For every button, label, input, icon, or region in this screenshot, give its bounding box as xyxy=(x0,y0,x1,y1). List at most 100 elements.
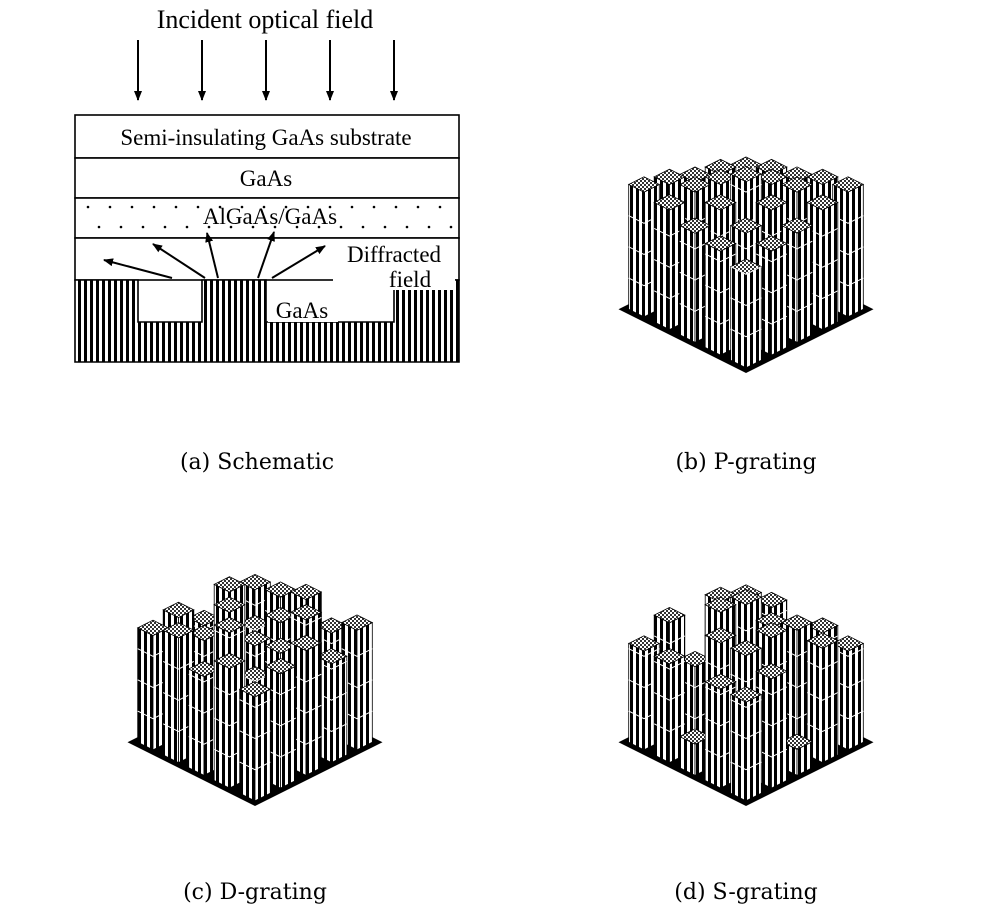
diffracted-arrow xyxy=(271,245,326,279)
pillar-top-face xyxy=(289,583,323,601)
s-grating-panel xyxy=(618,584,874,806)
pillar-band xyxy=(239,761,271,771)
pillar-band xyxy=(730,328,762,338)
mqw-dot xyxy=(394,205,398,209)
caption-p-grating: (b) P-grating xyxy=(675,450,817,475)
grating-profile xyxy=(74,279,460,363)
pillar-band xyxy=(341,648,373,657)
mqw-dot xyxy=(196,205,200,209)
grating-label: GaAs xyxy=(276,298,328,323)
mqw-dot xyxy=(97,225,101,229)
pillar-top-face xyxy=(340,614,374,631)
grating-pillar xyxy=(264,658,297,789)
mqw-dot xyxy=(185,225,189,229)
diffracted-arrow xyxy=(152,243,206,279)
mqw-dot xyxy=(416,205,420,209)
mqw-label: AlGaAs/GaAs xyxy=(203,204,337,229)
pillar-top-face xyxy=(755,622,788,639)
pillar-band xyxy=(730,730,762,740)
pillar-right-face xyxy=(771,670,788,789)
pillar-band xyxy=(730,761,762,771)
pillar-top-face xyxy=(704,158,737,176)
pillar-band xyxy=(239,730,271,740)
grating-pillar xyxy=(729,686,763,802)
pillar-top-face xyxy=(755,194,788,211)
caption-d-grating: (c) D-grating xyxy=(183,880,327,905)
pillar-left-face xyxy=(137,627,154,751)
pillar-band xyxy=(730,297,762,307)
pillar-top-face xyxy=(806,168,839,185)
pillar-top-face xyxy=(162,622,195,639)
mqw-layer xyxy=(74,197,460,239)
pillar-top-face xyxy=(653,194,686,211)
mqw-dot xyxy=(361,225,365,229)
pillar-band xyxy=(704,686,737,696)
substrate-label: Semi-insulating GaAs substrate xyxy=(120,125,411,150)
mqw-dot xyxy=(86,205,90,209)
mqw-dot xyxy=(174,205,178,209)
pillar-top-face xyxy=(289,604,323,621)
grating-pillar xyxy=(238,681,272,802)
pillar-left-face xyxy=(653,655,670,764)
substrate-layer xyxy=(74,114,460,159)
mqw-dot xyxy=(163,225,167,229)
mqw-dots xyxy=(86,205,453,229)
pillar-top-face xyxy=(704,596,737,613)
mqw-dot xyxy=(141,225,145,229)
mqw-dot xyxy=(207,225,211,229)
pillar-left-face xyxy=(679,224,696,344)
mqw-dot xyxy=(229,225,233,229)
pillar-top-face xyxy=(653,648,686,665)
mqw-dot xyxy=(273,225,277,229)
pillar-top-face xyxy=(704,673,737,690)
mqw-dot xyxy=(152,205,156,209)
pillar-band xyxy=(290,617,322,626)
pillar-band xyxy=(806,723,839,733)
diffracted-label-line1: Diffracted xyxy=(347,242,442,267)
pillar-band xyxy=(755,686,788,696)
pillar-top-face xyxy=(729,589,763,606)
diffracted-arrow xyxy=(205,232,219,279)
pillar-right-face xyxy=(796,224,813,344)
pillar-band xyxy=(653,635,686,645)
pillar-top-face xyxy=(289,634,323,652)
pillar-top-face xyxy=(653,607,686,624)
schematic-panel: Incident optical field Semi-insulating G… xyxy=(74,5,460,363)
diffracted-arrow xyxy=(103,258,173,279)
pillar-top-face xyxy=(780,614,814,631)
grating-label-box xyxy=(268,300,338,322)
mqw-dot xyxy=(262,205,266,209)
mqw-dot xyxy=(218,205,222,209)
pillar-top-face xyxy=(831,176,865,193)
pillar-band xyxy=(806,692,839,701)
pillar-band xyxy=(806,660,839,670)
diffracted-arrow xyxy=(257,231,275,279)
pillar-band xyxy=(755,253,788,263)
mqw-dot xyxy=(251,225,255,229)
pillar-top-face xyxy=(678,176,712,193)
pillar-top-face xyxy=(213,596,246,613)
d-grating-panel xyxy=(127,573,383,806)
pillar-top-face xyxy=(264,658,297,675)
pillar-right-face xyxy=(745,693,762,802)
pillar-top-face xyxy=(627,635,661,652)
diffracted-label-line2: field xyxy=(389,267,432,292)
gaas-layer-label: GaAs xyxy=(240,166,292,191)
pillar-top-face xyxy=(806,194,839,211)
mqw-dot xyxy=(119,225,123,229)
mqw-dot xyxy=(306,205,310,209)
mqw-dot xyxy=(284,205,288,209)
pillar-right-face xyxy=(745,266,762,369)
pillar-band xyxy=(213,629,246,639)
mqw-dot xyxy=(350,205,354,209)
pillar-top-face xyxy=(678,217,712,234)
pillar-band xyxy=(653,692,686,701)
mqw-dot xyxy=(383,225,387,229)
pillar-left-face xyxy=(628,642,645,751)
diffracted-arrows xyxy=(103,231,326,279)
mqw-dot xyxy=(438,205,442,209)
mqw-dot xyxy=(339,225,343,229)
pillar-top-face xyxy=(704,627,737,644)
pillar-left-face xyxy=(188,668,205,777)
mqw-dot xyxy=(449,225,453,229)
